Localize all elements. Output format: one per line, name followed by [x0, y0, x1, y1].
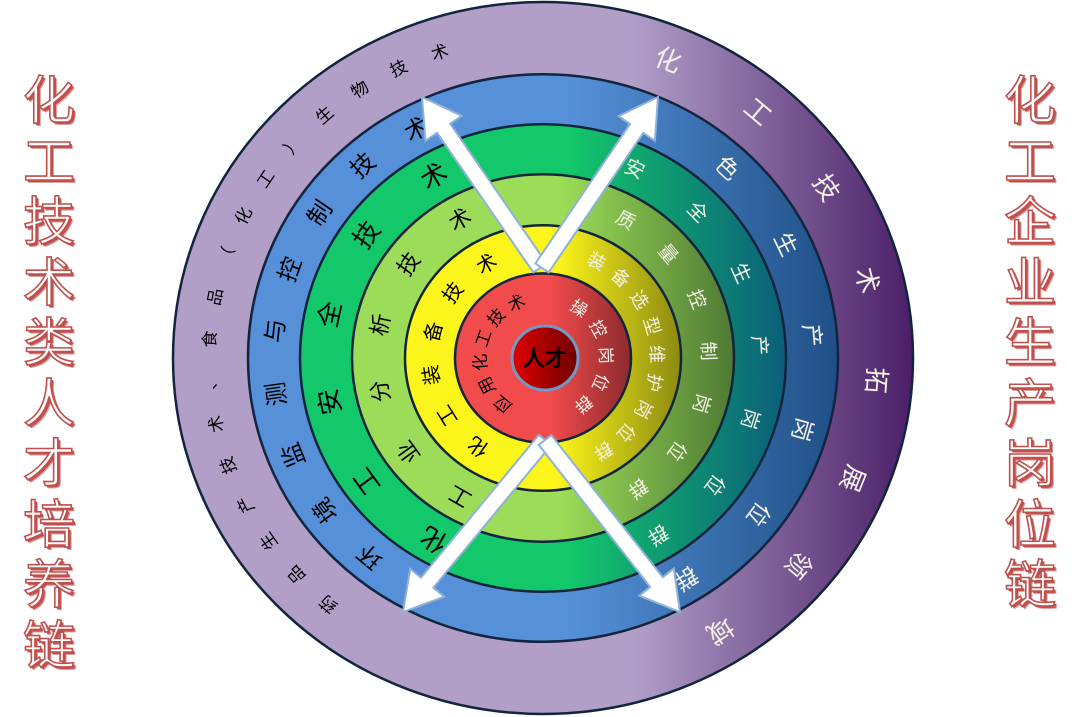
center-talent-circle: [510, 324, 580, 392]
ring-left-label-core-char: 化: [471, 353, 492, 371]
title-char: 技: [22, 192, 76, 254]
ring-left-label-extension-char: 术: [429, 41, 451, 65]
ring-left-label-environment-char: 与: [260, 318, 290, 345]
title-char: 产: [1003, 374, 1057, 436]
ring-left-label-extension-char: 技: [217, 454, 242, 477]
title-char: 培: [22, 495, 76, 557]
ring-left-label-core-char: 工: [472, 327, 496, 350]
title-char: 业: [1003, 253, 1057, 315]
ring-right-label-analysis-char: 制: [696, 341, 719, 361]
ring-left-label-environment-char: 测: [261, 380, 292, 408]
ring-right-label-safety-char: 产: [747, 335, 772, 356]
ring-left-label-extension-char: 、: [200, 372, 221, 390]
ring-right-label-core-char: 位: [587, 370, 612, 394]
ring-left-label-safety-char: 全: [313, 299, 348, 331]
right-title-job-chain: 化工企业生产岗位链: [995, 71, 1065, 617]
ring-left-label-extension-char: 品: [205, 287, 228, 308]
ring-left-label-equipment-char: 装: [418, 363, 445, 387]
ring-left-label-extension-char: 食: [200, 330, 221, 348]
ring-right-label-equipment-char: 型: [638, 315, 663, 338]
title-char: 链: [1003, 555, 1057, 617]
ring-left-label-core-char: 术: [505, 291, 529, 316]
center-node: 人才: [510, 324, 580, 392]
arrow-up-right-icon: [534, 95, 660, 274]
ring-right-label-environment-char: 产: [797, 323, 825, 348]
title-char: 才: [22, 434, 76, 496]
title-char: 养: [22, 555, 76, 617]
title-char: 化: [1003, 71, 1057, 133]
ring-right-label-equipment-char: 护: [641, 371, 666, 393]
arrow-down-right-icon: [537, 433, 682, 614]
arrows-layer: [401, 95, 682, 614]
arrow-down-left-icon: [401, 433, 553, 614]
title-char: 类: [22, 313, 76, 375]
ring-right-label-extension-char: 拓: [859, 366, 891, 394]
ring-left-label-extension-char: 术: [206, 414, 229, 435]
ring-left-label-analysis-char: 分: [367, 378, 396, 405]
title-char: 工: [1003, 132, 1057, 194]
ring-left-label-extension-char: 技: [387, 57, 411, 82]
ring-right-label-equipment-char: 维: [645, 345, 667, 364]
title-char: 链: [22, 616, 76, 678]
ring-left-label-extension-char: （: [215, 244, 239, 266]
center-talent-label: 人才: [523, 346, 567, 372]
title-char: 岗: [1003, 434, 1057, 496]
arrow-up-left-icon: [420, 95, 548, 274]
title-char: 术: [22, 253, 76, 315]
title-char: 化: [22, 71, 76, 133]
title-char: 人: [22, 374, 76, 436]
title-char: 工: [22, 132, 76, 194]
ring-left-label-analysis-char: 析: [367, 312, 396, 339]
left-title-talent-chain: 化工技术类人才培养链: [14, 71, 84, 678]
ring-left-label-safety-char: 安: [313, 386, 348, 418]
title-char: 位: [1003, 495, 1057, 557]
ring-right-label-core-char: 岗: [595, 346, 616, 364]
title-char: 生: [1003, 313, 1057, 375]
title-char: 企: [1003, 192, 1057, 254]
